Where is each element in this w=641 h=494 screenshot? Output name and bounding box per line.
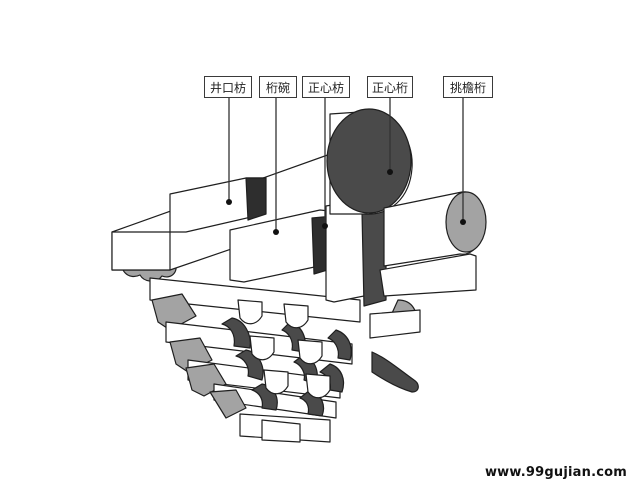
leader-lines: [226, 98, 466, 235]
label-jingkoufang: 井口枋: [204, 76, 252, 98]
label-tiaoyanheng: 挑檐桁: [443, 76, 493, 98]
leader-dot: [226, 199, 232, 205]
zhengxinheng-end: [326, 108, 412, 214]
leader-dot: [273, 229, 279, 235]
leader-dot: [322, 223, 328, 229]
beam-assembly: [111, 108, 487, 307]
right-hanging-ornament: [371, 351, 419, 393]
label-hengwan: 桁碗: [259, 76, 297, 98]
dougong-bracket-lower: [120, 240, 421, 443]
leader-dot: [387, 169, 393, 175]
watermark-text: www.99gujian.com: [484, 465, 627, 480]
leader-dot: [460, 219, 466, 225]
label-zhengxinfang: 正心枋: [302, 76, 350, 98]
label-zhengxinheng: 正心桁: [367, 76, 413, 98]
